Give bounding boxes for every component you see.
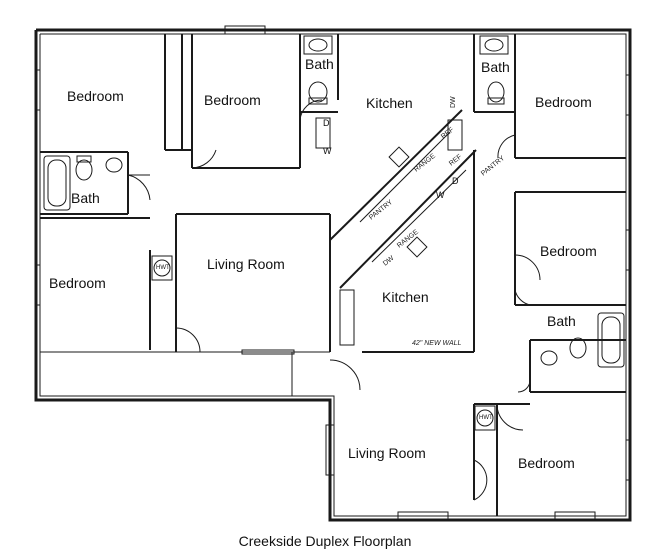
door-swings bbox=[127, 99, 541, 501]
room-label-bedroom-bottom-right: Bedroom bbox=[518, 455, 575, 471]
dryer-label-bottom: D bbox=[452, 176, 459, 186]
room-label-bedroom-top-right: Bedroom bbox=[535, 94, 592, 110]
room-label-living-room-bottom: Living Room bbox=[348, 445, 426, 461]
washer-label-top: W bbox=[323, 146, 332, 156]
room-label-living-room-left: Living Room bbox=[207, 256, 285, 272]
room-label-bedroom-left: Bedroom bbox=[49, 275, 106, 291]
floorplan-caption: Creekside Duplex Floorplan bbox=[238, 533, 412, 549]
hwt-label-right: HWT bbox=[479, 415, 493, 421]
new-wall-note: 42" NEW WALL bbox=[412, 340, 462, 347]
hwt-label-left: HWT bbox=[156, 265, 170, 271]
dryer-label-top: D bbox=[323, 118, 330, 128]
room-label-bath-left: Bath bbox=[71, 190, 100, 206]
interior-walls bbox=[40, 34, 626, 516]
fixtures bbox=[43, 35, 625, 431]
windows bbox=[35, 25, 631, 521]
room-label-bedroom-right-mid: Bedroom bbox=[540, 243, 597, 259]
outer-walls bbox=[34, 28, 632, 522]
outer-walls-inner-line bbox=[39, 33, 627, 517]
room-label-kitchen-top: Kitchen bbox=[366, 95, 413, 111]
dw-label-top: DW bbox=[450, 96, 457, 108]
kitchen-counters bbox=[315, 117, 467, 346]
room-label-bath-top-mid: Bath bbox=[305, 56, 334, 72]
room-label-bedroom-top-left: Bedroom bbox=[67, 88, 124, 104]
washer-label-bottom: W bbox=[436, 190, 445, 200]
room-label-kitchen-bottom: Kitchen bbox=[382, 289, 429, 305]
room-label-bath-top-right: Bath bbox=[481, 59, 510, 75]
room-label-bedroom-top-mid: Bedroom bbox=[204, 92, 261, 108]
room-label-bath-right: Bath bbox=[547, 313, 576, 329]
